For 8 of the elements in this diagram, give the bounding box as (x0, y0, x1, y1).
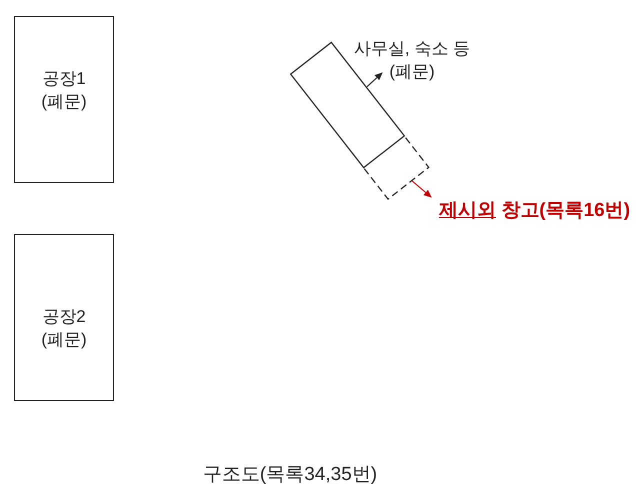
annotation-text: 제시외 창고(목록16번) (439, 200, 630, 222)
annotation-text: 사무실, 숙소 등 (폐문) (350, 37, 474, 83)
building-box: 공장2 (폐문) (14, 234, 114, 401)
building-box: 공장1 (폐문) (14, 16, 114, 183)
caption: 구조도(목록34,35번) (202, 463, 378, 487)
arrow (366, 72, 383, 88)
dashed-box (364, 136, 430, 200)
arrow (412, 180, 432, 198)
